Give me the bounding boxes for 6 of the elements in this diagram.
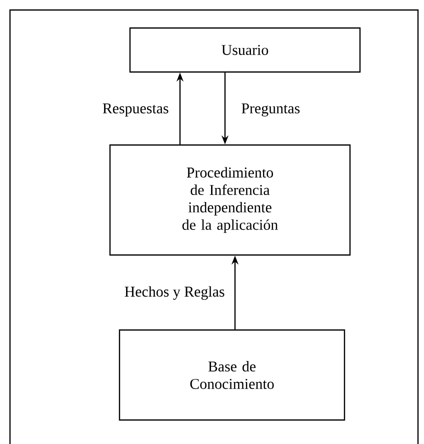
process-box: Usuario <box>129 27 361 73</box>
edge-label: Preguntas <box>240 102 302 118</box>
process-box: Procedimiento de Inferencia independiente de la aplicación <box>109 144 351 256</box>
edge-label: Hechos y Reglas <box>123 285 226 301</box>
edge-label: Respuestas <box>101 102 170 118</box>
process-box: Base de Conocimiento <box>118 329 346 421</box>
